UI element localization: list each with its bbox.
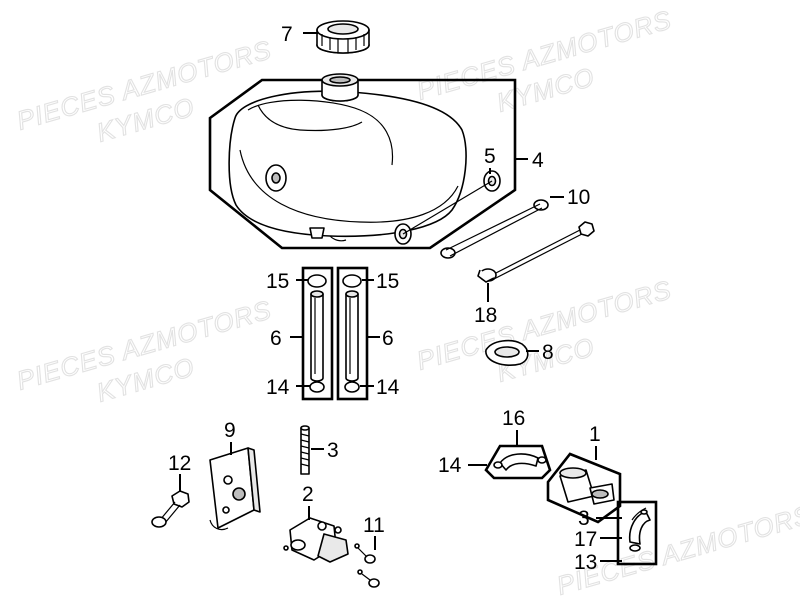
fuel-tank-part <box>228 73 467 242</box>
callout-label: 18 <box>474 304 497 327</box>
assembly-line <box>402 180 493 235</box>
callout-label: 6 <box>270 327 282 350</box>
bolt-part <box>440 199 549 259</box>
small-hose-part <box>628 507 651 552</box>
watermark-group: PIECES AZMOTORS KYMCO PIECES AZMOTORS KY… <box>13 4 800 600</box>
bolt-part <box>151 490 190 528</box>
callout-label: 10 <box>567 186 590 209</box>
callout-label: 5 <box>484 145 496 168</box>
fuel-filter-part <box>559 467 615 505</box>
fuel-cap-part <box>316 20 370 54</box>
callout-label: 7 <box>281 23 293 46</box>
fuel-hose-part <box>307 274 327 393</box>
callout-label: 13 <box>574 551 597 574</box>
callout-label: 2 <box>302 483 314 506</box>
small-hose-frame <box>616 500 658 566</box>
callout-label: 1 <box>589 423 601 446</box>
fuel-strainer-part <box>300 425 310 475</box>
callout-labels: 7 5 4 10 18 8 15 15 6 6 14 14 9 12 3 2 1… <box>168 23 601 574</box>
fuel-hose-part <box>342 274 362 393</box>
hose-frame-right <box>336 266 369 401</box>
fuel-cock-part <box>283 517 349 563</box>
callout-label: 12 <box>168 452 191 475</box>
screw-part <box>354 543 380 588</box>
gasket-part <box>485 339 529 366</box>
callout-label: 4 <box>532 149 544 172</box>
callout-label: 11 <box>363 514 385 537</box>
callout-label: 14 <box>376 376 400 399</box>
callout-label: 8 <box>542 341 554 364</box>
callout-label: 6 <box>382 327 394 350</box>
callout-label: 15 <box>266 270 289 293</box>
filter-hose-frame <box>484 444 552 480</box>
fuel-filter-frame <box>546 452 622 524</box>
callout-label: 17 <box>574 528 597 551</box>
callout-label: 14 <box>438 454 462 477</box>
long-bolt-part <box>477 221 595 283</box>
mounting-bracket-part <box>209 447 261 531</box>
callout-label: 15 <box>376 270 399 293</box>
callout-label: 9 <box>224 419 236 442</box>
filter-hose-part <box>493 453 547 471</box>
callout-label: 3 <box>578 507 590 530</box>
callout-label: 14 <box>266 376 290 399</box>
hose-frame-left <box>301 266 334 401</box>
callout-label: 16 <box>502 407 525 430</box>
leader-lines <box>179 32 622 562</box>
callout-label: 3 <box>327 439 339 462</box>
